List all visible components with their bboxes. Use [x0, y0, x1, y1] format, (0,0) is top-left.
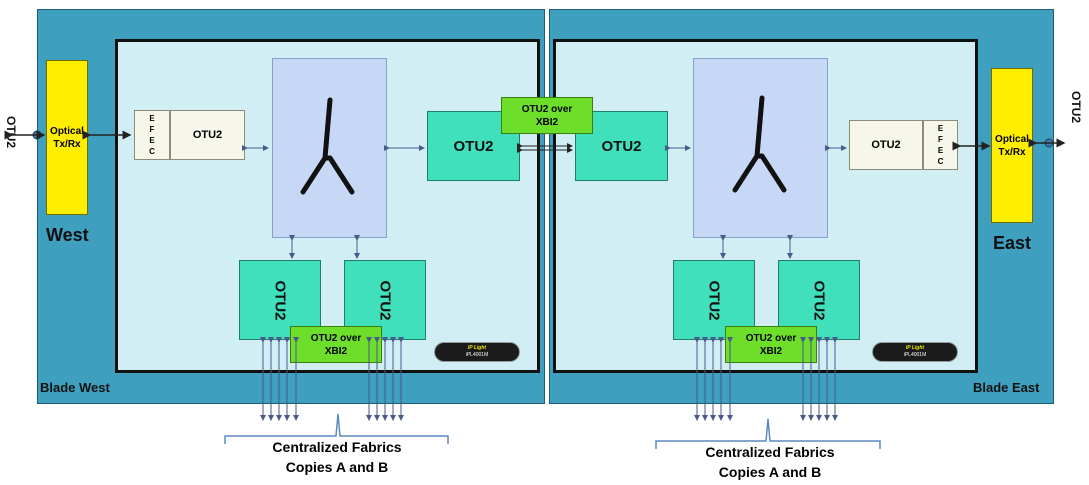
west-side-label: West: [46, 225, 89, 245]
east-efec-box: E F E C: [923, 120, 958, 170]
west-badge-bottom: iPL4001M: [465, 352, 489, 358]
east-otu2-small: OTU2: [849, 120, 923, 170]
east-chip-badge: IP Light iPL4001M: [872, 342, 958, 362]
east-side-label: East: [993, 233, 1032, 253]
east-inner-chip: [553, 39, 978, 373]
west-optical-txrx: Optical Tx/Rx: [46, 60, 88, 215]
east-fabric-brace: [655, 418, 881, 449]
east-badge-top: IP Light: [905, 345, 925, 351]
east-optical-txrx: Optical Tx/Rx: [991, 68, 1033, 223]
west-fabric-brace: [224, 413, 449, 444]
east-badge-bottom: iPL4001M: [903, 352, 927, 358]
west-otu2-bottom-right: OTU2: [344, 260, 426, 340]
fabrics-right-label: Centralized Fabrics Copies A and B: [705, 444, 835, 480]
west-crossbar-switch: [272, 58, 387, 238]
west-chip-badge: IP Light iPL4001M: [434, 342, 520, 362]
west-crossbar-x-icon: [300, 97, 355, 195]
east-crossbar-x-icon: [732, 95, 787, 193]
west-otu2-right: OTU2: [427, 111, 520, 181]
west-efec-box: E F E C: [134, 110, 170, 160]
blade-east-label: Blade East: [973, 380, 1040, 395]
east-crossbar-switch: [693, 58, 828, 238]
west-fabric-arrows: [260, 337, 404, 421]
east-fabric-arrows: [694, 337, 838, 421]
west-badge-top: IP Light: [467, 345, 487, 351]
blade-west-label: Blade West: [40, 380, 110, 395]
west-otu2-small: OTU2: [170, 110, 245, 160]
middle-xbi2-link: OTU2 over XBI2: [501, 97, 593, 134]
fabrics-left-label: Centralized Fabrics Copies A and B: [272, 439, 402, 475]
